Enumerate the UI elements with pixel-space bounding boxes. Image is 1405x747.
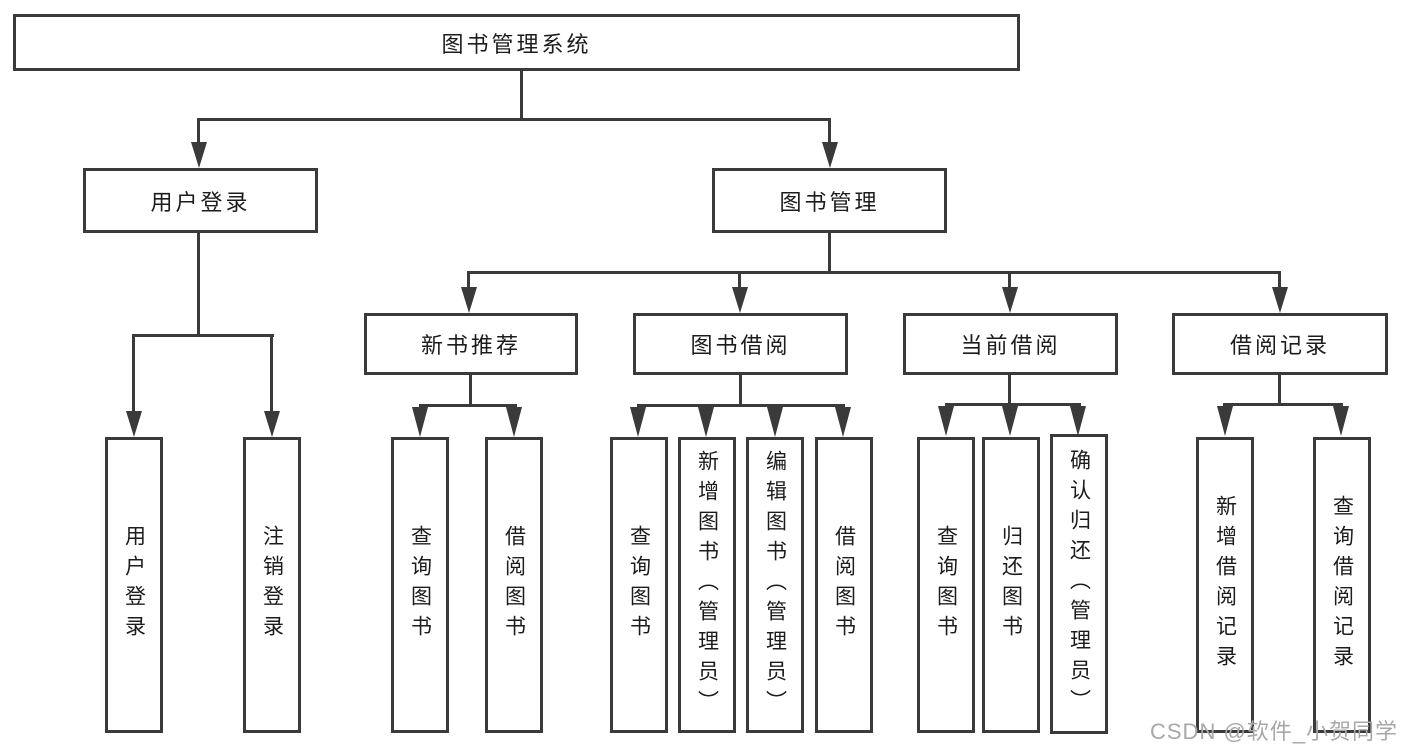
leaf-current-return-books: 归还图书: [982, 437, 1040, 733]
leaf-current-confirm-return-admin: 确认归还（管理员）: [1050, 434, 1108, 734]
arrow-to-user-login: [191, 142, 207, 168]
connector-stub-user-login: [197, 121, 200, 142]
connector-newbooks-trunk: [469, 375, 472, 407]
arrow-to-current-borrow: [1002, 287, 1018, 313]
leaf-borrow-add-books-admin: 新增图书（管理员）: [678, 437, 736, 733]
connector-records-crossbar: [1223, 403, 1343, 406]
arrow-to-leaf-login: [126, 411, 142, 437]
arrow-to-borrow-add: [698, 407, 714, 437]
connector-current-crossbar: [945, 403, 1081, 406]
leaf-records-query-borrow-record: 查询借阅记录: [1313, 437, 1371, 733]
arrow-to-current-query: [938, 406, 954, 436]
connector-current-trunk: [1008, 375, 1011, 406]
node-borrow-records: 借阅记录: [1172, 313, 1388, 375]
node-new-book-recommend: 新书推荐: [364, 313, 578, 375]
arrow-to-records-add: [1217, 406, 1233, 436]
leaf-borrow-query-books: 查询图书: [610, 437, 668, 733]
leaf-borrow-edit-books-admin: 编辑图书（管理员）: [746, 437, 804, 733]
connector-login-crossbar: [132, 334, 274, 337]
arrow-to-newbooks-query: [412, 407, 428, 437]
arrow-to-current-confirm: [1070, 406, 1086, 436]
connector-root-crossbar: [197, 118, 831, 121]
connector-stub-borrow-records: [1278, 274, 1281, 287]
connector-borrow-trunk: [739, 375, 742, 407]
arrow-to-book-borrow: [732, 287, 748, 313]
node-current-borrow: 当前借阅: [903, 313, 1118, 375]
connector-stub-leaf-login: [132, 337, 135, 411]
connector-mgmt-crossbar: [467, 271, 1281, 274]
connector-records-trunk: [1278, 375, 1281, 406]
leaf-borrow-borrow-books: 借阅图书: [815, 437, 873, 733]
node-book-borrow: 图书借阅: [633, 313, 848, 375]
leaf-user-login: 用户登录: [105, 437, 163, 733]
arrow-to-borrow-records: [1272, 287, 1288, 313]
leaf-newbooks-borrow-books: 借阅图书: [485, 437, 543, 733]
arrow-to-current-return: [1002, 406, 1018, 436]
arrow-to-records-query: [1333, 406, 1349, 436]
leaf-newbooks-query-books: 查询图书: [391, 437, 449, 733]
leaf-current-query-books: 查询图书: [917, 437, 975, 733]
arrow-to-book-management: [822, 142, 838, 168]
connector-stub-current-borrow: [1008, 274, 1011, 287]
arrow-to-borrow-edit: [767, 407, 783, 437]
arrow-to-newbooks-borrow: [506, 407, 522, 437]
connector-stub-new-books: [467, 274, 470, 287]
node-root-library-system: 图书管理系统: [13, 14, 1020, 71]
connector-borrow-crossbar: [637, 404, 845, 407]
node-user-login: 用户登录: [83, 168, 318, 233]
connector-stub-book-management: [828, 121, 831, 142]
csdn-watermark: CSDN @软件_小贺同学: [1150, 719, 1399, 744]
leaf-records-add-borrow-record: 新增借阅记录: [1196, 437, 1254, 733]
connector-login-trunk: [197, 233, 200, 336]
connector-newbooks-crossbar: [419, 404, 517, 407]
connector-root-trunk: [520, 70, 523, 118]
node-book-management: 图书管理: [712, 168, 947, 233]
connector-mgmt-trunk: [828, 233, 831, 273]
arrow-to-borrow-query: [630, 407, 646, 437]
arrow-to-leaf-logout: [264, 411, 280, 437]
arrow-to-new-books: [461, 287, 477, 313]
arrow-to-borrow-borrow: [835, 407, 851, 437]
connector-stub-leaf-logout: [270, 337, 273, 411]
connector-stub-book-borrow: [738, 274, 741, 287]
leaf-logout: 注销登录: [243, 437, 301, 733]
